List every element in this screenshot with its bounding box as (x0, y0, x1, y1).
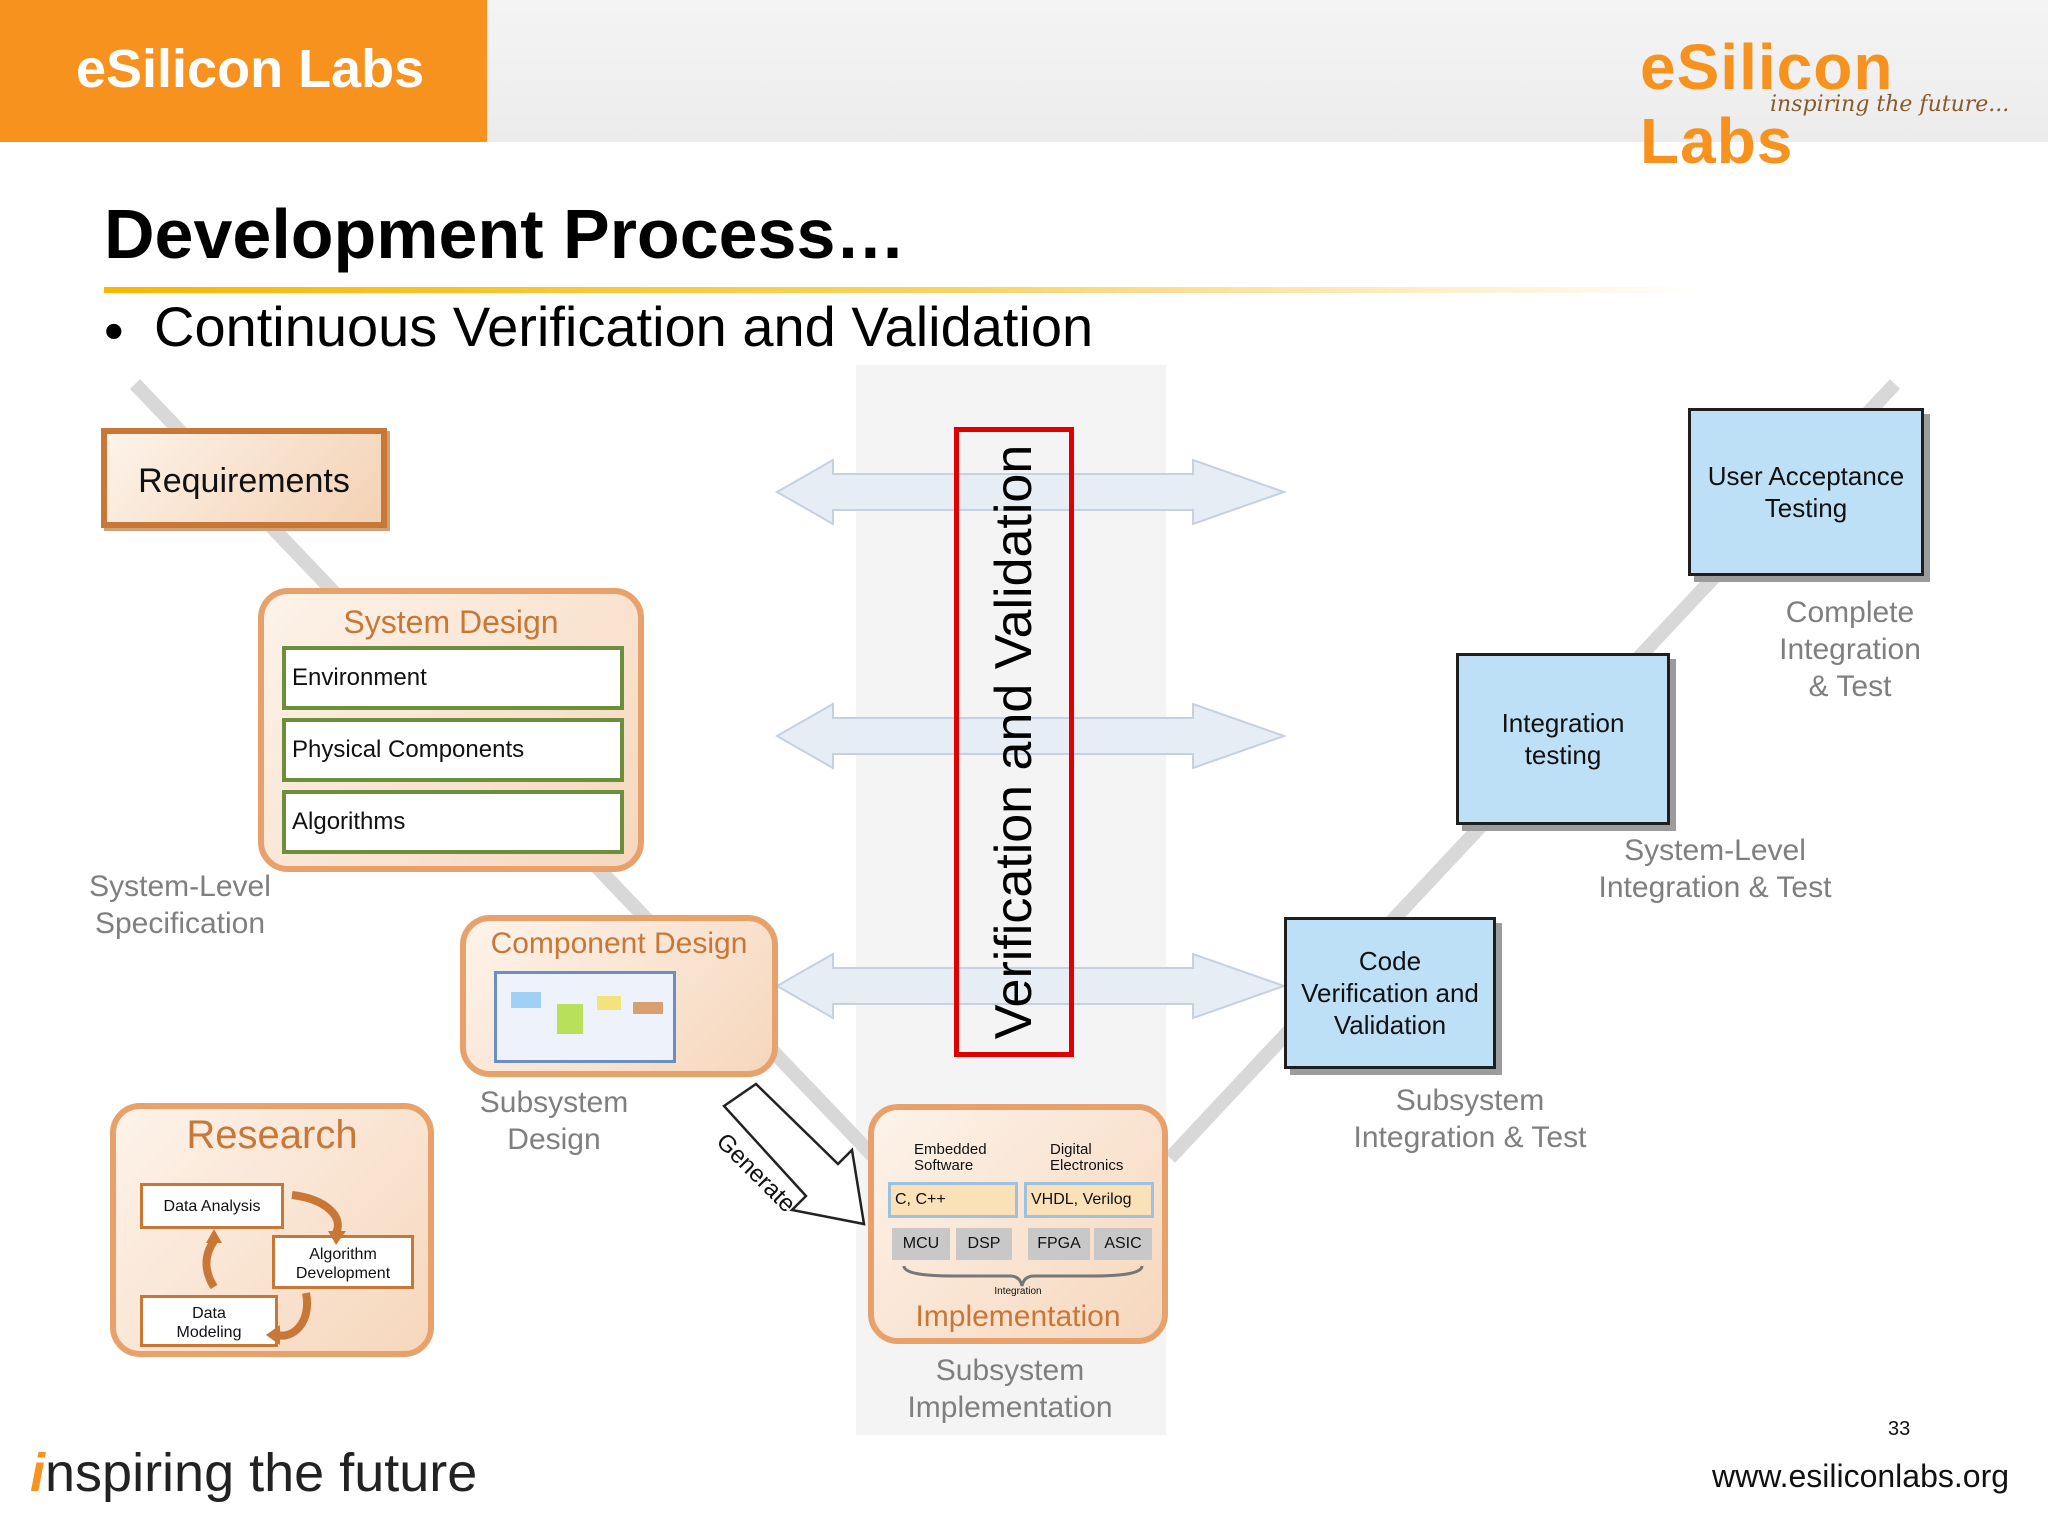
environment-label: Environment (292, 664, 427, 691)
algorithms-row: Algorithms (282, 790, 624, 854)
research-box: Research Data Analysis Algorithm Develop… (110, 1103, 434, 1357)
subsystem-implementation-caption: Subsystem Implementation (907, 1354, 1113, 1424)
component-screenshot (494, 971, 676, 1063)
verification-validation-label: Verification and Validation (985, 444, 1043, 1040)
system-design-title: System Design (343, 604, 559, 640)
implementation-title: Implementation (915, 1300, 1121, 1333)
bullet-text: Continuous Verification and Validation (154, 295, 1094, 358)
embedded-software-header: Embedded Software (914, 1141, 987, 1174)
footer-slogan-i: i (30, 1443, 46, 1503)
data-analysis-box: Data Analysis (140, 1183, 284, 1229)
code-verification-box: Code Verification and Validation (1284, 917, 1496, 1069)
c-cpp-box: C, C++ (888, 1182, 1018, 1218)
footer-url: www.esiliconlabs.org (1712, 1458, 2010, 1494)
environment-row: Environment (282, 646, 624, 710)
user-acceptance-box: User Acceptance Testing (1688, 408, 1924, 576)
double-arrow-top (774, 458, 1288, 526)
system-level-integration-caption: System-Level Integration & Test (1598, 834, 1832, 904)
page-number: 33 (1888, 1418, 1911, 1440)
implementation-box: Embedded Software Digital Electronics C,… (868, 1104, 1168, 1344)
brand-block (0, 0, 487, 142)
fpga-chip: FPGA (1028, 1228, 1090, 1260)
verification-validation-frame (954, 427, 1074, 1057)
slide-title: Development Process… (104, 195, 906, 273)
subsystem-integration-caption: Subsystem Integration & Test (1353, 1084, 1587, 1154)
data-modeling-box: Data Modeling (140, 1295, 278, 1347)
dsp-chip: DSP (956, 1228, 1012, 1260)
research-title: Research (186, 1113, 358, 1157)
algorithm-development-box: Algorithm Development (272, 1235, 414, 1289)
integration-label: Integration (994, 1286, 1042, 1297)
research-cycle-arrows (202, 1191, 346, 1345)
subsystem-design-caption: Subsystem Design (479, 1086, 629, 1156)
asic-chip: ASIC (1094, 1228, 1152, 1260)
vhdl-verilog-box: VHDL, Verilog (1024, 1182, 1154, 1218)
system-level-spec-caption: System-Level Specification (89, 870, 271, 940)
algorithms-label: Algorithms (292, 808, 406, 835)
requirements-label: Requirements (138, 462, 350, 500)
component-design-box: Component Design (460, 915, 778, 1077)
logo-tagline: inspiring the future... (1770, 92, 2010, 117)
logo: eSilicon Labs (1640, 31, 1894, 177)
physical-components-row: Physical Components (282, 718, 624, 782)
complete-integration-caption: Complete Integration & Test (1779, 596, 1921, 703)
integration-brace (902, 1265, 1144, 1287)
physical-components-label: Physical Components (292, 736, 525, 763)
mcu-chip: MCU (892, 1228, 950, 1260)
bullet-marker: • (104, 299, 124, 362)
generate-arrow (722, 1082, 866, 1226)
footer-slogan-rest: nspiring the future (45, 1443, 478, 1503)
brand-name: eSilicon Labs (76, 39, 425, 99)
footer-slogan: inspiring the future (30, 1442, 477, 1504)
title-underline (104, 287, 1704, 293)
integration-testing-box: Integration testing (1456, 653, 1670, 825)
component-design-title: Component Design (490, 927, 748, 960)
double-arrow-middle (774, 702, 1288, 770)
system-design-box: System Design Environment Physical Compo… (258, 588, 644, 872)
digital-electronics-header: Digital Electronics (1050, 1141, 1124, 1174)
data-analysis-label: Data Analysis (163, 1198, 261, 1215)
requirements-box: Requirements (101, 428, 387, 528)
